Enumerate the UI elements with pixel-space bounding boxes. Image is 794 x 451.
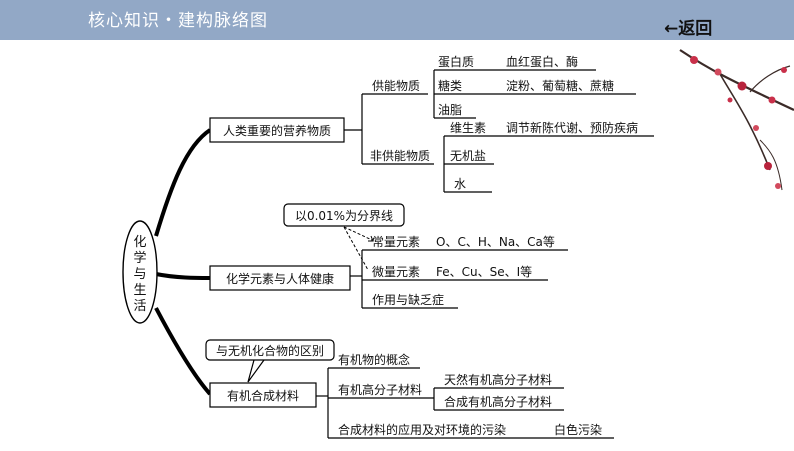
nutrients-node [209, 117, 345, 143]
threshold-callout-text: 以0.01%为分界线 [295, 209, 393, 223]
distinction-callout [205, 339, 335, 361]
back-label: 返回 [678, 19, 713, 39]
materials-polymer: 有机高分子材料 [338, 382, 422, 397]
page-title: 核心知识・建构脉络图 [88, 11, 268, 31]
root-char: 学 [133, 250, 146, 266]
nutrient-item-name: 水 [454, 177, 466, 191]
mind-map-panel: 化 学 与 生 活 人类重要的营养物质 化学元素与人体健康 有机合成材料 以0.… [116, 46, 664, 447]
root-char: 化 [133, 235, 146, 250]
header-bar: 核心知识・建构脉络图 ←返回 [0, 0, 794, 40]
nutrients-label: 人类重要的营养物质 [223, 123, 331, 138]
nutrient-item-detail: 调节新陈代谢、预防疾病 [506, 120, 638, 135]
root-node [122, 220, 158, 324]
nutrient-item-name: 糖类 [438, 78, 462, 93]
nutrient-item-name: 维生素 [450, 121, 486, 135]
elements-node [209, 265, 351, 291]
element-item-detail: O、C、H、Na、Ca等 [436, 235, 555, 249]
root-label: 化 学 与 生 活 [133, 235, 146, 314]
arrow-left-icon: ← [664, 19, 679, 39]
distinction-callout-text: 与无机化合物的区别 [216, 343, 324, 358]
nutrient-item-detail: 血红蛋白、酶 [506, 54, 578, 69]
materials-concept: 有机物的概念 [338, 352, 410, 367]
element-item-name: 作用与缺乏症 [372, 292, 444, 307]
element-item-name: 微量元素 [372, 265, 420, 279]
concept-map: 化 学 与 生 活 人类重要的营养物质 化学元素与人体健康 有机合成材料 以0.… [122, 54, 654, 439]
root-char: 与 [133, 267, 146, 282]
nutrient-item-name: 无机盐 [450, 149, 486, 163]
elements-label: 化学元素与人体健康 [226, 271, 334, 286]
polymer-sub-item: 合成有机高分子材料 [444, 394, 552, 409]
energy-label: 供能物质 [372, 79, 420, 93]
non-energy-label: 非供能物质 [370, 149, 430, 163]
materials-node [209, 382, 317, 408]
materials-application: 合成材料的应用及对环境的污染 [338, 422, 506, 437]
materials-label: 有机合成材料 [227, 388, 299, 403]
element-item-detail: Fe、Cu、Se、I等 [436, 265, 532, 279]
element-item-name: 常量元素 [372, 235, 420, 249]
back-button[interactable]: ←返回 [664, 14, 712, 39]
threshold-callout [283, 203, 405, 227]
nutrient-item-name: 油脂 [438, 102, 462, 117]
polymer-sub-item: 天然有机高分子材料 [444, 372, 552, 387]
nutrient-item-detail: 淀粉、葡萄糖、蔗糖 [506, 78, 614, 93]
root-char: 生 [133, 283, 146, 298]
plum-blossom-decoration [679, 49, 794, 191]
root-char: 活 [133, 299, 146, 314]
nutrient-item-name: 蛋白质 [438, 54, 474, 69]
materials-pollution: 白色污染 [554, 422, 602, 437]
